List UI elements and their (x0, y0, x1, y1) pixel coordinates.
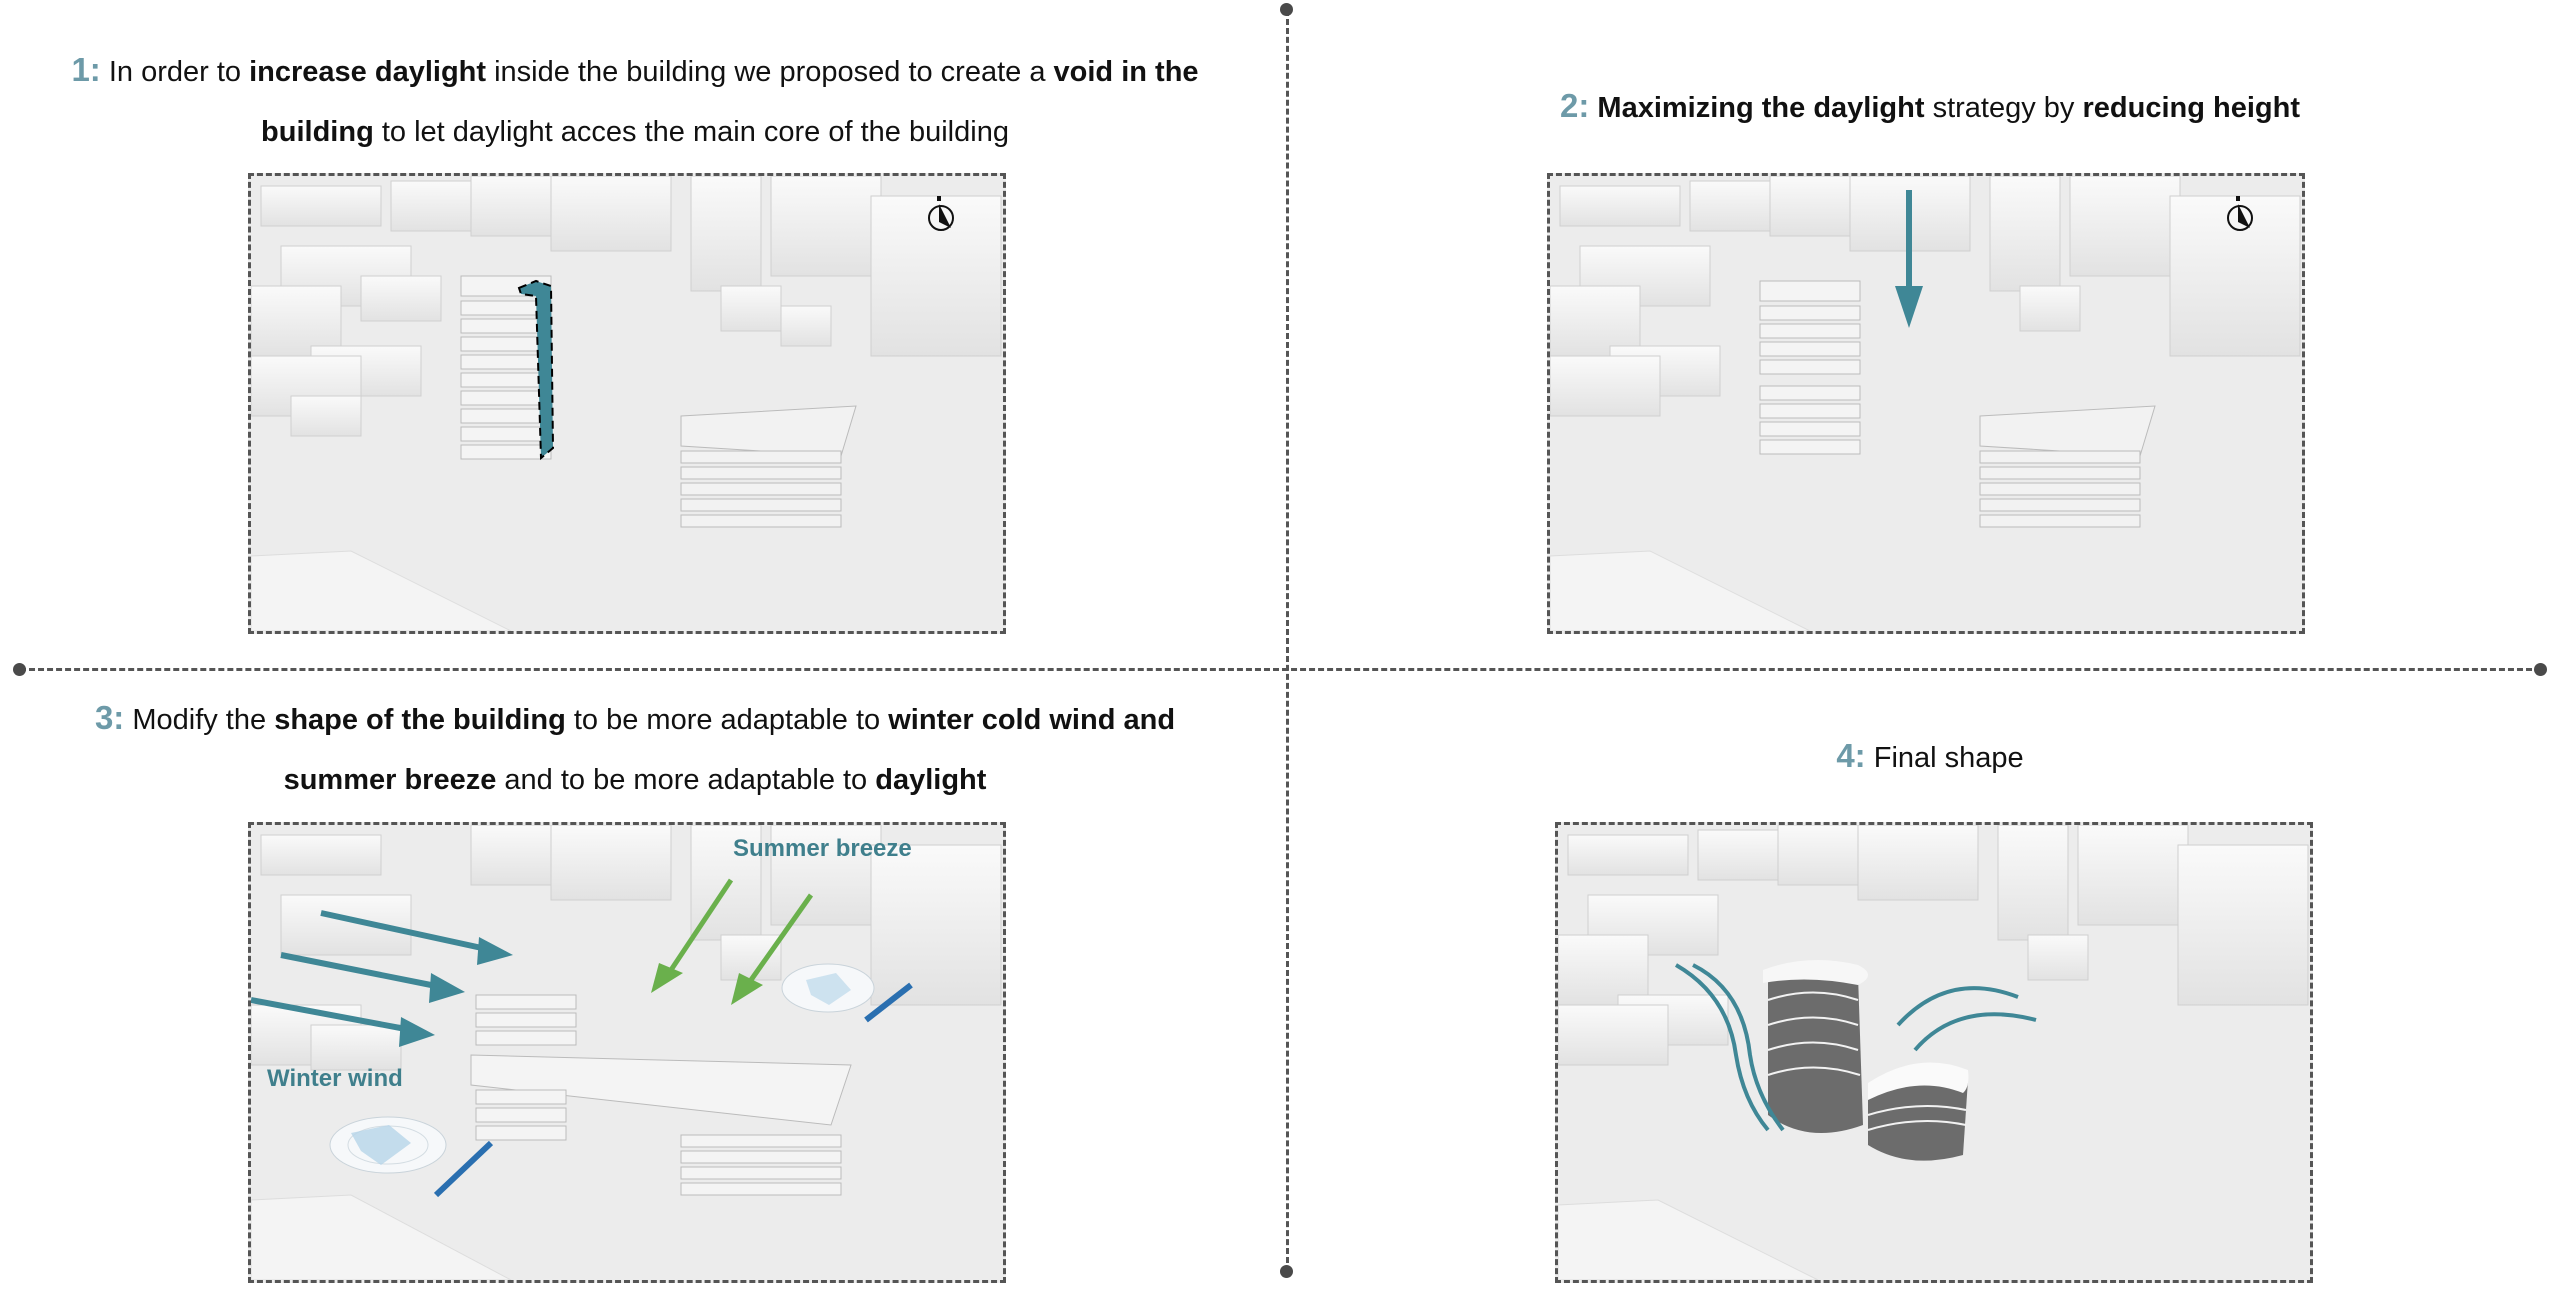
step-number: 4: (1836, 737, 1866, 774)
airflow-curve-icon (1674, 963, 2037, 1132)
context-buildings (251, 176, 1002, 437)
step-number: 2: (1560, 87, 1590, 124)
step-1-scene (251, 176, 1003, 631)
north-compass-icon (2227, 196, 2253, 231)
summer-breeze-arrows (651, 878, 814, 1005)
caption-text: Final shape (1865, 742, 2024, 774)
final-building (1763, 960, 1969, 1161)
divider-endpoint-left (13, 663, 26, 676)
step-2-render (1547, 173, 2305, 634)
caption-text: strategy by (1924, 92, 2083, 124)
wind-rose-icon (781, 963, 913, 1023)
wind-rose-icon (329, 1116, 494, 1198)
context-buildings (251, 825, 1002, 1071)
caption-emphasis: shape of the building (274, 704, 566, 736)
context-buildings (1558, 825, 2309, 1066)
step-3-render: Summer breeze Winter wind (248, 822, 1006, 1283)
caption-text: Modify the (124, 704, 275, 736)
divider-endpoint-right (2534, 663, 2547, 676)
caption-text: to be more adaptable to (565, 704, 889, 736)
caption-emphasis: increase daylight (249, 56, 487, 88)
caption-text: inside the building we proposed to creat… (486, 56, 1054, 88)
caption-text: to let daylight acces the main core of t… (373, 116, 1009, 148)
step-1-caption: 1: In order to increase daylight inside … (40, 40, 1230, 162)
step-1-render (248, 173, 1006, 634)
vertical-divider (1286, 10, 1289, 1272)
step-number: 3: (94, 699, 125, 736)
step-number: 1: (71, 51, 101, 88)
second-tower (680, 405, 857, 528)
caption-emphasis: Maximizing the daylight (1589, 92, 1925, 124)
void-highlight (517, 279, 555, 461)
step-4-caption: 4: Final shape (1340, 726, 2520, 788)
proposed-tower (460, 275, 552, 460)
north-compass-icon (928, 196, 954, 231)
caption-emphasis: reducing height (2082, 92, 2300, 124)
divider-endpoint-bottom (1280, 1265, 1293, 1278)
caption-text: In order to (100, 56, 250, 88)
step-4-scene (1558, 825, 2310, 1280)
context-buildings (1550, 176, 2301, 417)
proposed-tower (1759, 280, 1861, 455)
summer-breeze-label: Summer breeze (733, 835, 912, 862)
step-2-scene (1550, 176, 2302, 631)
caption-emphasis: winter cold wind and summer breeze (283, 704, 1176, 796)
step-3-caption: 3: Modify the shape of the building to b… (40, 688, 1230, 810)
horizontal-divider (20, 668, 2532, 671)
down-arrow-icon (1895, 190, 1923, 328)
divider-endpoint-top (1280, 3, 1293, 16)
step-4-render (1555, 822, 2313, 1283)
step-3-scene (251, 825, 1003, 1280)
caption-text: and to be more adaptable to (496, 764, 876, 796)
step-2-caption: 2: Maximizing the daylight strategy by r… (1340, 76, 2520, 138)
modified-building (470, 994, 852, 1196)
second-tower (1979, 405, 2156, 528)
winter-wind-label: Winter wind (267, 1065, 403, 1092)
caption-emphasis: void in the building (261, 56, 1199, 148)
caption-emphasis: daylight (875, 764, 987, 796)
winter-wind-arrows (251, 910, 513, 1047)
